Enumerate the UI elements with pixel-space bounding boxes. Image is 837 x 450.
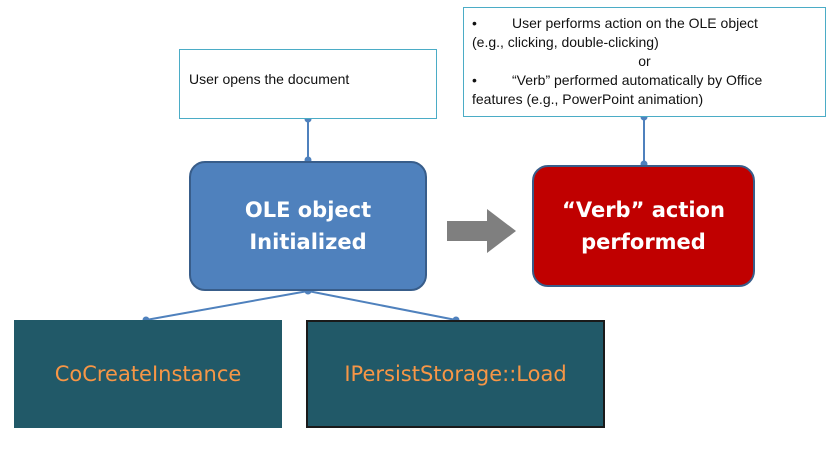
node-ole-line1: OLE object	[244, 198, 372, 222]
node-verb-line2: performed	[581, 230, 706, 254]
bullet-icon: •	[472, 72, 477, 88]
node-ole-object-initialized: OLE object Initialized	[189, 161, 427, 291]
bullet-1-continuation: (e.g., clicking, double-clicking)	[472, 34, 659, 50]
bullet-icon: •	[472, 15, 477, 31]
callout-verb-triggers: • User performs action on the OLE object…	[463, 7, 826, 117]
box-cocreateinstance: CoCreateInstance	[14, 320, 282, 428]
right-arrow-icon	[447, 209, 516, 253]
or-separator: or	[638, 53, 651, 69]
connector-ole-to-load	[307, 290, 457, 321]
bullet-2-continuation: features (e.g., PowerPoint animation)	[472, 91, 704, 107]
box-cocreateinstance-label: CoCreateInstance	[54, 362, 242, 386]
box-ipersiststorage-load-label: IPersistStorage::Load	[344, 362, 567, 386]
node-verb-action-performed: “Verb” action performed	[532, 165, 755, 287]
bullet-1-text: User performs action on the OLE object	[512, 15, 758, 31]
node-ole-line2: Initialized	[249, 230, 367, 254]
box-ipersiststorage-load: IPersistStorage::Load	[306, 320, 605, 428]
node-verb-line1: “Verb” action	[562, 198, 725, 222]
bullet-item: • “Verb” performed automatically by Offi…	[472, 71, 817, 90]
callout-left-text: User opens the document	[189, 71, 350, 87]
bullet-item: • User performs action on the OLE object	[472, 14, 817, 33]
callout-user-opens-document: User opens the document	[179, 49, 437, 119]
connector-ole-to-cocreate	[145, 290, 309, 321]
bullet-2-text: “Verb” performed automatically by Office	[512, 72, 763, 88]
